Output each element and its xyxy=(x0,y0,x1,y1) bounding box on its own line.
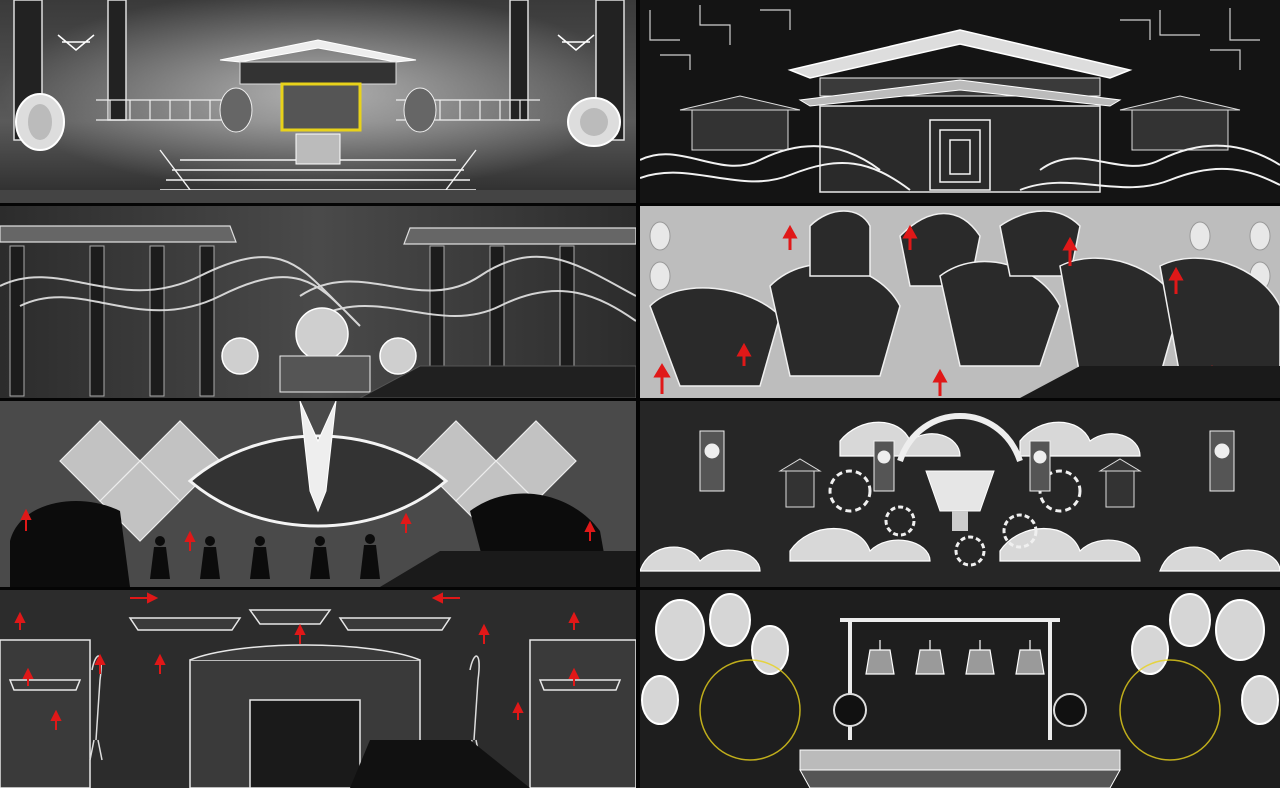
dancer-icon xyxy=(150,534,380,579)
drum-icon xyxy=(221,307,417,375)
panel-pavilion-ribbons xyxy=(0,206,636,398)
throne-icon xyxy=(295,133,341,165)
temple-gate-illustration xyxy=(640,0,1280,203)
temple-roof-icon xyxy=(219,39,417,85)
clockwork-clouds-illustration xyxy=(640,401,1280,587)
gong-icon xyxy=(833,693,1087,727)
gear-icon xyxy=(828,469,1082,567)
gate-icon xyxy=(0,609,636,788)
pavilion-icon xyxy=(0,225,636,245)
panel-clockwork-clouds xyxy=(640,401,1280,587)
arrow-horizontal-icon xyxy=(130,592,460,604)
doorway-icon xyxy=(929,119,991,191)
bell-icon xyxy=(865,640,1045,675)
panel-shadow-puppet-stage xyxy=(0,401,636,587)
temple-roof-icon xyxy=(787,29,1133,107)
ribbon-icon xyxy=(0,255,636,327)
arrow-up-icon xyxy=(14,611,580,730)
chime-bells-illustration xyxy=(640,590,1280,788)
arrow-up-icon xyxy=(20,508,596,551)
chandelier-icon xyxy=(57,34,595,51)
panel-temple-gate-waves xyxy=(640,0,1280,203)
drum-icon xyxy=(641,593,1279,725)
drum-icon xyxy=(15,93,621,151)
panel-kite-figures xyxy=(640,206,1280,398)
clock-tower-icon xyxy=(699,430,1235,492)
kite-icon xyxy=(649,210,1280,387)
pavilion-ribbons-illustration xyxy=(0,206,636,398)
panel-chime-bells-drums xyxy=(640,590,1280,788)
panel-palace-gates-cranes xyxy=(0,590,636,788)
wave-icon xyxy=(640,144,1280,191)
panel-palace-hall-drums xyxy=(0,0,636,203)
palace-gates-illustration xyxy=(0,590,636,788)
palace-hall-illustration xyxy=(0,0,636,203)
highlight-frame xyxy=(280,82,362,132)
shadow-puppet-illustration xyxy=(0,401,636,587)
kite-figures-illustration xyxy=(640,206,1280,398)
